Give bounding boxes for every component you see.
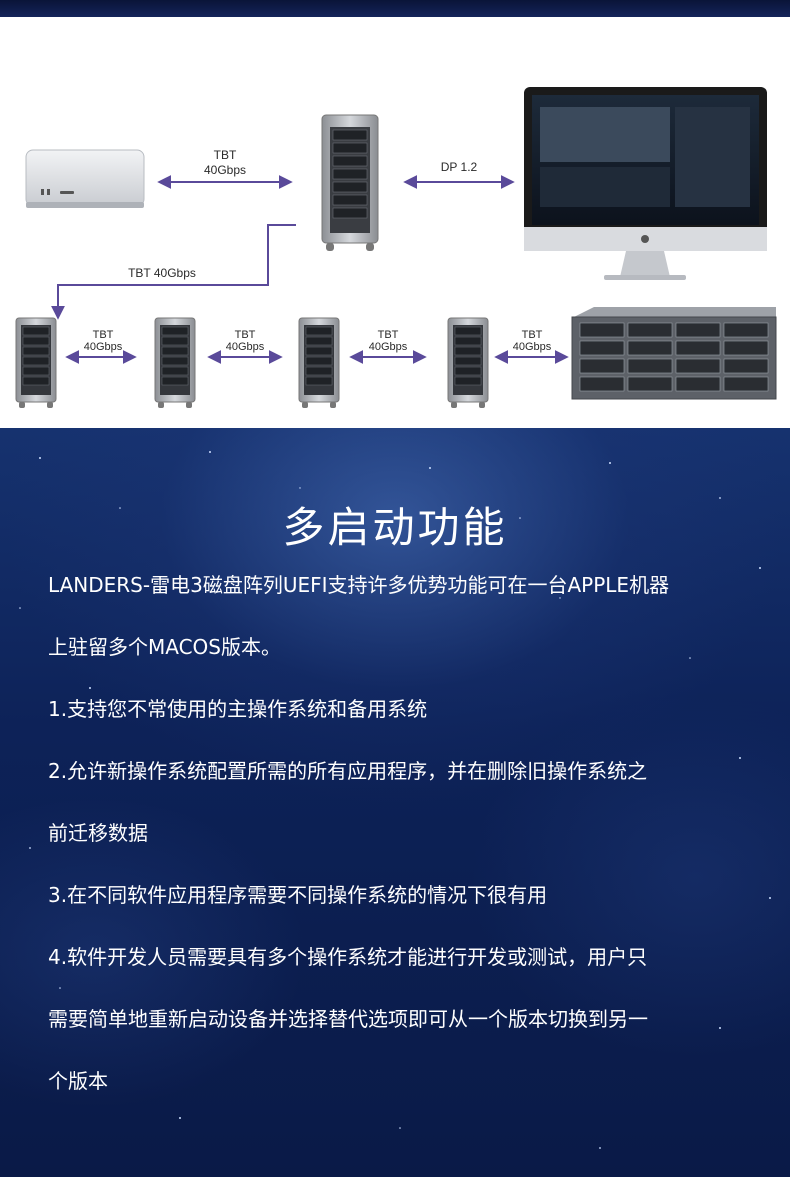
top-strip <box>0 0 790 17</box>
body-line-2: 上驻留多个MACOS版本。 <box>48 635 281 659</box>
label-tbt: TBT <box>214 148 237 162</box>
connection-diagram: TBT 40Gbps DP 1.2 TBT 40Gbps <box>0 17 790 428</box>
chain-label-3-top: TBT <box>378 329 399 341</box>
body-line-3: 1.支持您不常使用的主操作系统和备用系统 <box>48 697 428 721</box>
chain-label-4-bottom: 40Gbps <box>513 341 552 353</box>
label-tbt-40gbps: TBT 40Gbps <box>128 266 196 280</box>
arrow-tower-to-chain <box>51 224 296 320</box>
label-dp: DP 1.2 <box>441 160 478 174</box>
chain-label-2-top: TBT <box>235 329 256 341</box>
body-line-9: 个版本 <box>48 1069 108 1093</box>
raid-tower-chain-4-icon <box>447 317 489 408</box>
body-line-1: LANDERS-雷电3磁盘阵列UEFI支持许多优势功能可在一台APPLE机器 <box>48 573 670 597</box>
label-40gbps: 40Gbps <box>204 163 246 177</box>
imac-display-icon <box>524 87 767 280</box>
chain-label-3-bottom: 40Gbps <box>369 341 408 353</box>
mac-studio-icon <box>25 149 145 208</box>
section-title: 多启动功能 <box>282 503 508 552</box>
diagram-svg: TBT 40Gbps DP 1.2 TBT 40Gbps <box>15 87 777 408</box>
raid-tower-chain-1-icon <box>15 317 57 408</box>
chain-label-2-bottom: 40Gbps <box>226 341 265 353</box>
body-line-6: 3.在不同软件应用程序需要不同操作系统的情况下很有用 <box>48 883 548 907</box>
raid-tower-chain-3-icon <box>298 317 340 408</box>
body-line-5: 前迁移数据 <box>48 821 148 845</box>
chain-label-1-top: TBT <box>93 329 114 341</box>
star-background <box>19 451 771 1149</box>
raid-tower-chain-2-icon <box>154 317 196 408</box>
rack-server-icon <box>571 307 777 400</box>
body-line-4: 2.允许新操作系统配置所需的所有应用程序，并在删除旧操作系统之 <box>48 759 648 783</box>
chain-label-4-top: TBT <box>522 329 543 341</box>
body-line-8: 需要简单地重新启动设备并选择替代选项即可从一个版本切换到另一 <box>48 1007 648 1031</box>
chain-label-1-bottom: 40Gbps <box>84 341 123 353</box>
raid-tower-main-icon <box>321 114 379 251</box>
body-line-7: 4.软件开发人员需要具有多个操作系统才能进行开发或测试，用户只 <box>48 945 648 969</box>
feature-section: 多启动功能 LANDERS-雷电3磁盘阵列UEFI支持许多优势功能可在一台APP… <box>0 428 790 1177</box>
